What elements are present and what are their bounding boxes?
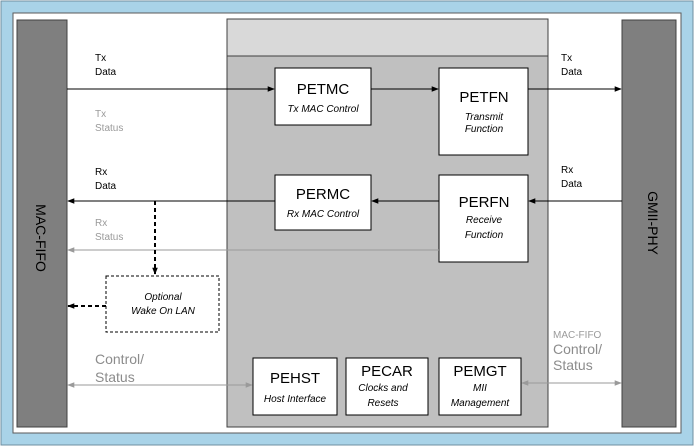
control-status-right-line-3: Status: [553, 357, 593, 373]
tx-data-right-line-2: Data: [561, 67, 583, 78]
petfn-title: PETFN: [459, 89, 508, 106]
pemgt-subtitle-2: Management: [451, 398, 511, 409]
rx-data-right-line-2: Data: [561, 179, 583, 190]
petfn-subtitle-2: Function: [465, 124, 504, 135]
pemgt-subtitle-1: MII: [473, 383, 487, 394]
mac-fifo-label: MAC-FIFO: [33, 204, 49, 272]
petfn-block: PETFN Transmit Function: [438, 67, 529, 156]
tx-data-left-line-1: Tx: [95, 53, 106, 64]
control-status-right-line-1: MAC-FIFO: [553, 330, 602, 341]
petmc-title: PETMC: [297, 81, 350, 98]
tx-data-right-line-1: Tx: [561, 53, 572, 64]
pehst-subtitle: Host Interface: [264, 394, 327, 405]
pemgt-title: PEMGT: [453, 363, 506, 380]
optional-wol-block: Optional Wake On LAN: [105, 275, 220, 333]
rx-status-line-2: Status: [95, 232, 123, 243]
petmc-block: PETMC Tx MAC Control: [274, 67, 372, 126]
pecar-title: PECAR: [361, 363, 413, 380]
optional-wol-line-1: Optional: [144, 292, 182, 303]
gmii-phy-bus: [621, 19, 677, 428]
pehst-title: PEHST: [270, 370, 320, 387]
pecar-subtitle-1: Clocks and: [358, 383, 408, 394]
rx-data-left-line-2: Data: [95, 181, 117, 192]
permc-title: PERMC: [296, 186, 350, 203]
core-header: [226, 18, 549, 57]
mac-fifo-bus: [16, 19, 68, 428]
tx-status-line-2: Status: [95, 123, 123, 134]
rx-status-line-1: Rx: [95, 218, 107, 229]
perfn-title: PERFN: [459, 194, 510, 211]
pecar-subtitle-2: Resets: [367, 398, 398, 409]
control-status-left-line-1: Control/: [95, 351, 144, 367]
pehst-block: PEHST Host Interface: [252, 357, 338, 416]
tx-status-line-1: Tx: [95, 109, 106, 120]
permc-subtitle: Rx MAC Control: [287, 209, 360, 220]
pecar-block: PECAR Clocks and Resets: [345, 357, 429, 416]
control-status-right-line-2: Control/: [553, 341, 602, 357]
optional-wol-line-2: Wake On LAN: [131, 306, 196, 317]
permc-block: PERMC Rx MAC Control: [274, 174, 372, 231]
control-status-left-line-2: Status: [95, 369, 135, 385]
tx-data-left-line-2: Data: [95, 67, 117, 78]
rx-data-right-line-1: Rx: [561, 165, 573, 176]
rx-data-left-line-1: Rx: [95, 167, 107, 178]
perfn-subtitle-2: Function: [465, 230, 504, 241]
petmc-subtitle: Tx MAC Control: [287, 104, 359, 115]
pemgt-block: PEMGT MII Management: [438, 357, 522, 416]
gmii-phy-label: GMII-PHY: [645, 191, 661, 255]
petfn-subtitle-1: Transmit: [465, 112, 504, 123]
perfn-subtitle-1: Receive: [466, 215, 503, 226]
perfn-block: PERFN Receive Function: [438, 174, 529, 263]
